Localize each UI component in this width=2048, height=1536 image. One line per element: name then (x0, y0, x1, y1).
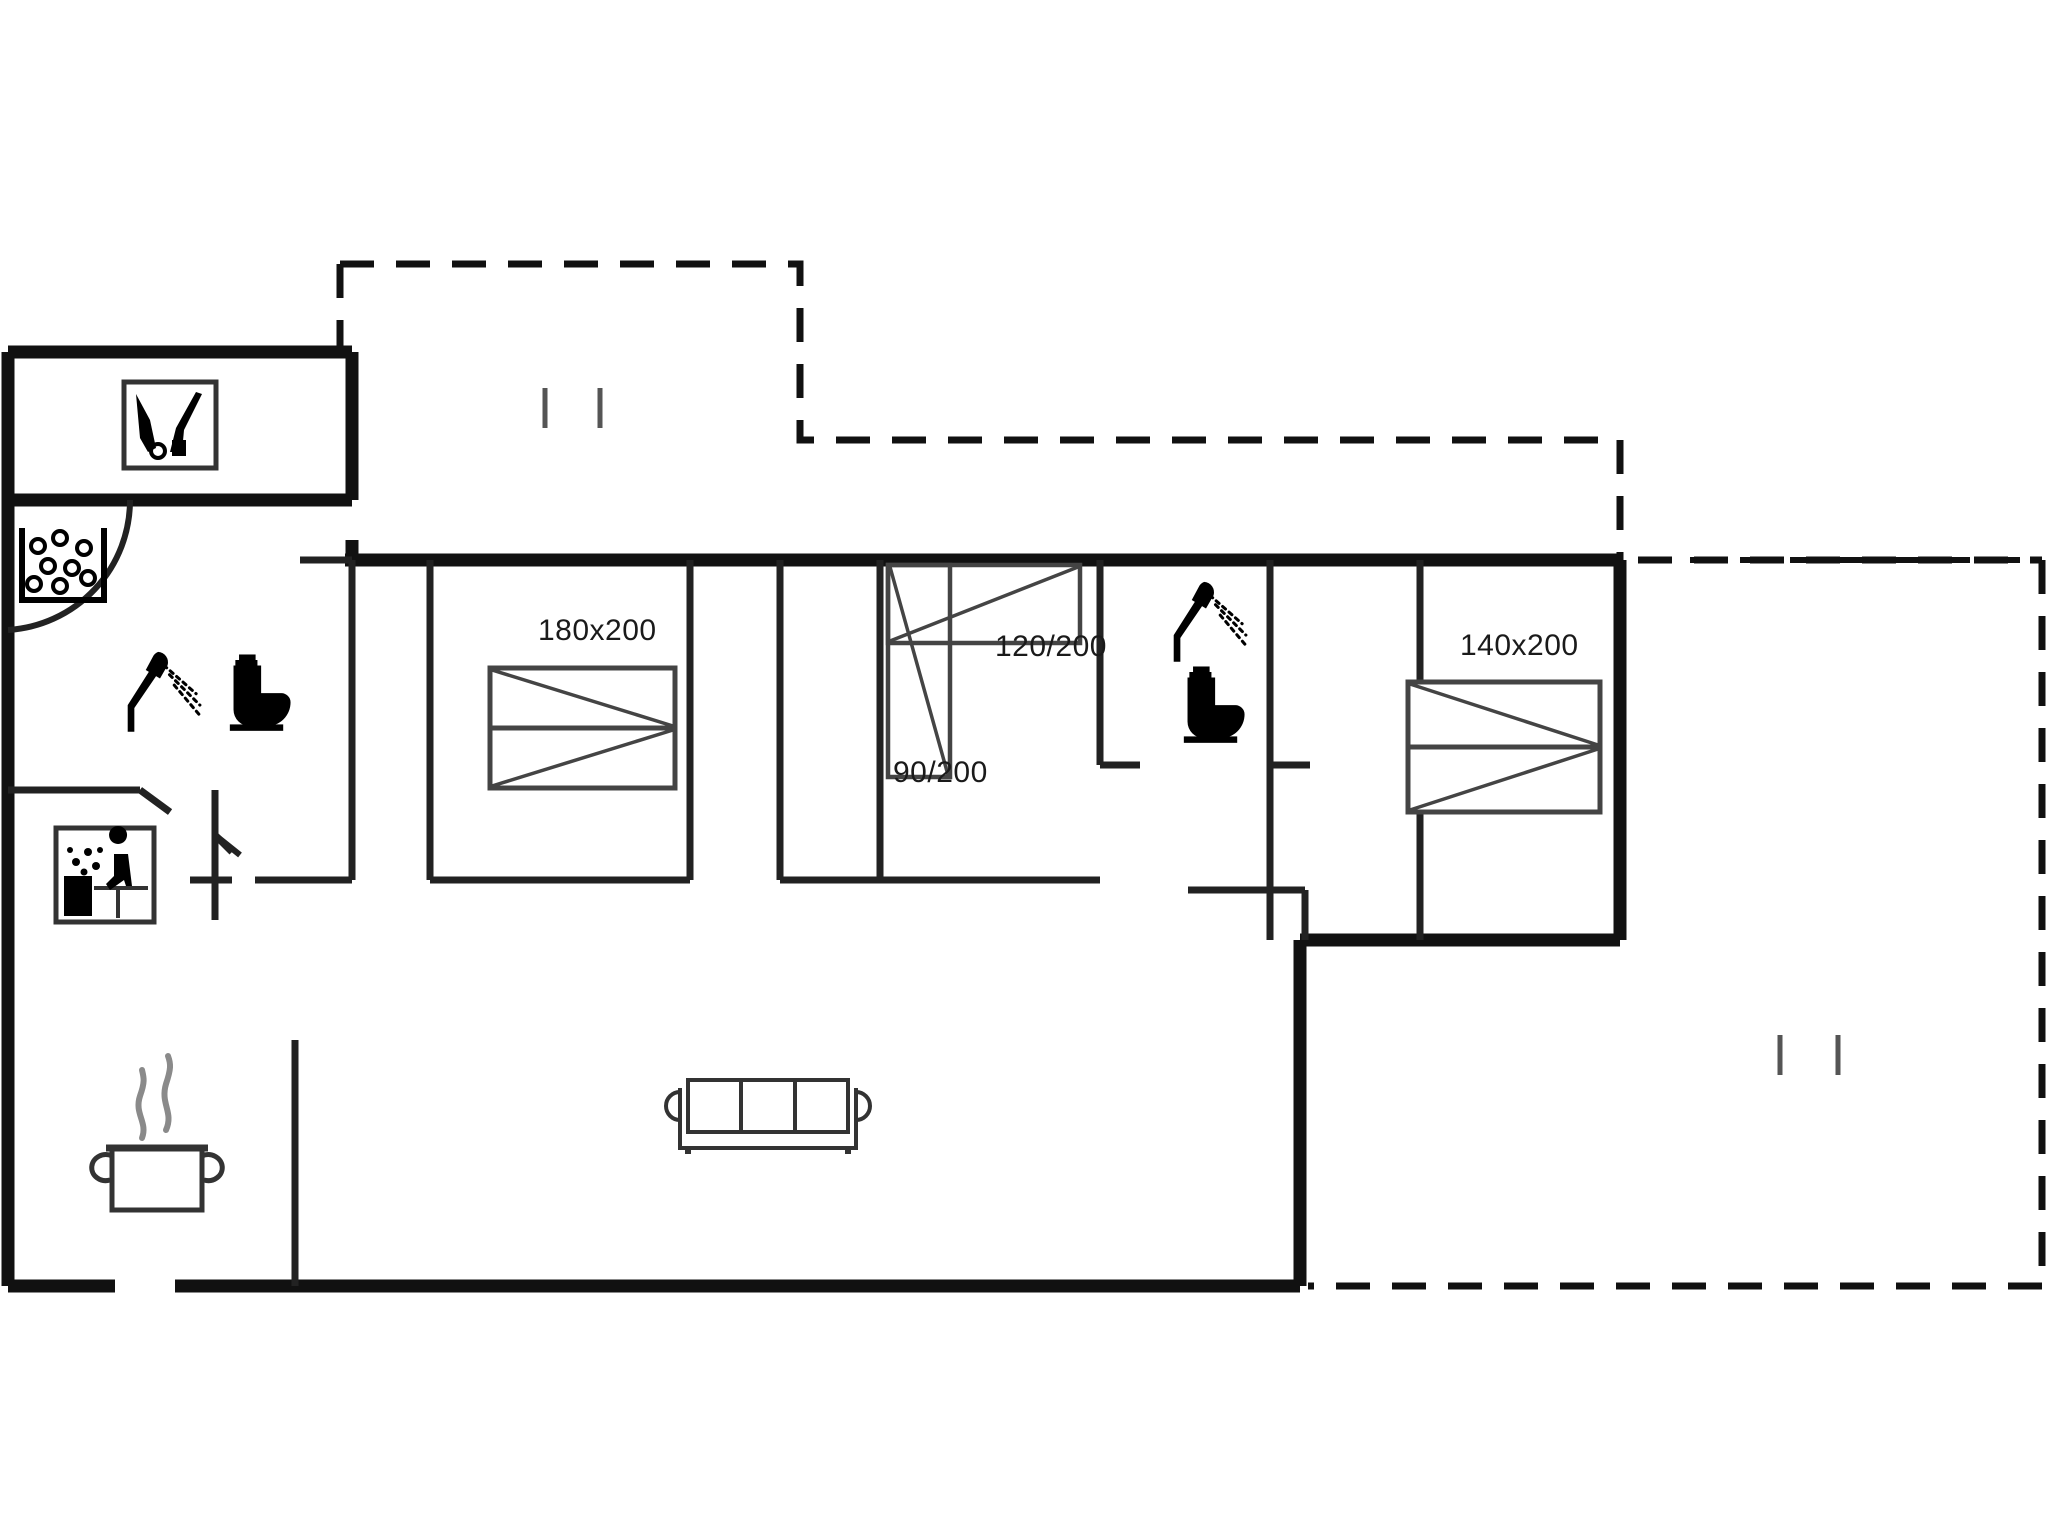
door-swings (7, 499, 242, 858)
bed-bunk-lower-dimension: 90/200 (893, 756, 988, 789)
bed-right-dimension: 140x200 (1460, 629, 1579, 662)
bed-right (1405, 679, 1603, 815)
bed-master-dimension: 180x200 (538, 614, 657, 647)
dishwasher-icon (19, 528, 107, 603)
cooking-pot-icon (89, 1053, 225, 1213)
terrace-north (336, 260, 1620, 444)
toilet-icon (1183, 666, 1245, 743)
wardrobe-icon (121, 379, 219, 471)
bed-bunk-upper-dimension: 120/200 (995, 630, 1107, 663)
shower-icon (1172, 580, 1249, 664)
toilet-icon (229, 654, 291, 731)
shower-icon (126, 650, 203, 734)
exterior-walls (1, 345, 1627, 1293)
sauna-icon (53, 825, 157, 925)
sofa-icon (664, 1078, 872, 1154)
door-openings (190, 761, 1310, 884)
window-marks (542, 388, 1841, 1075)
bed-bunk-lower (885, 562, 953, 780)
bed-master (487, 665, 678, 791)
